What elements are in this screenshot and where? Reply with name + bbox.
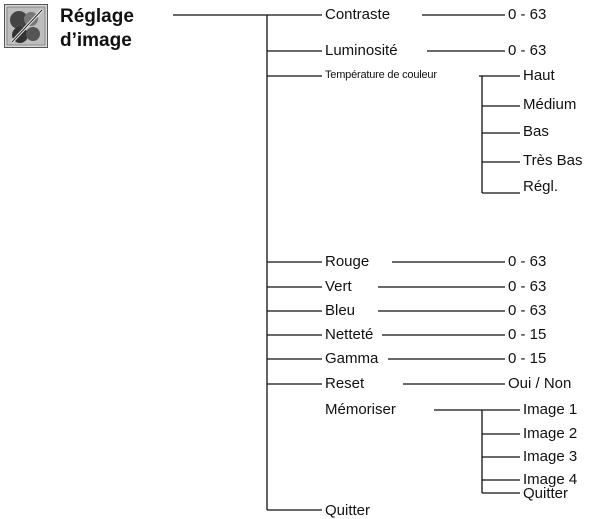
palette-icon (4, 4, 48, 48)
value-luminosite: 0 - 63 (508, 42, 547, 59)
item-contraste[interactable]: Contraste (325, 6, 391, 23)
option-memoriser-image-1[interactable]: Image 1 (523, 401, 578, 418)
option-memoriser-image-4[interactable]: Image 4 (523, 471, 578, 488)
value-reset: Oui / Non (508, 375, 572, 392)
value-vert: 0 - 63 (508, 278, 547, 295)
item-bleu[interactable]: Bleu (325, 302, 356, 319)
value-rouge: 0 - 63 (508, 253, 547, 270)
option-temperature-bas[interactable]: Bas (523, 123, 549, 140)
option-memoriser-image-3[interactable]: Image 3 (523, 448, 578, 465)
value-gamma: 0 - 15 (508, 350, 547, 367)
menu-title-line2: d’image (60, 30, 132, 51)
value-bleu: 0 - 63 (508, 302, 547, 319)
value-contraste: 0 - 63 (508, 6, 547, 23)
menu-title-line1: Réglage (60, 6, 134, 27)
item-quitter[interactable]: Quitter (325, 502, 371, 519)
value-nettete: 0 - 15 (508, 326, 547, 343)
option-temperature-regl[interactable]: Régl. (523, 178, 559, 195)
option-temperature-medium[interactable]: Médium (523, 96, 577, 113)
item-temperature-couleur[interactable]: Température de couleur (325, 69, 437, 81)
option-temperature-haut[interactable]: Haut (523, 67, 555, 84)
option-temperature-tres-bas[interactable]: Très Bas (523, 152, 583, 169)
item-gamma[interactable]: Gamma (325, 350, 379, 367)
item-vert[interactable]: Vert (325, 278, 352, 295)
item-memoriser[interactable]: Mémoriser (325, 401, 396, 418)
item-nettete[interactable]: Netteté (325, 326, 374, 343)
item-reset[interactable]: Reset (325, 375, 365, 392)
item-luminosite[interactable]: Luminosité (325, 42, 398, 59)
option-memoriser-image-2[interactable]: Image 2 (523, 425, 578, 442)
item-rouge[interactable]: Rouge (325, 253, 370, 270)
option-memoriser-quitter[interactable]: Quitter (523, 485, 569, 502)
